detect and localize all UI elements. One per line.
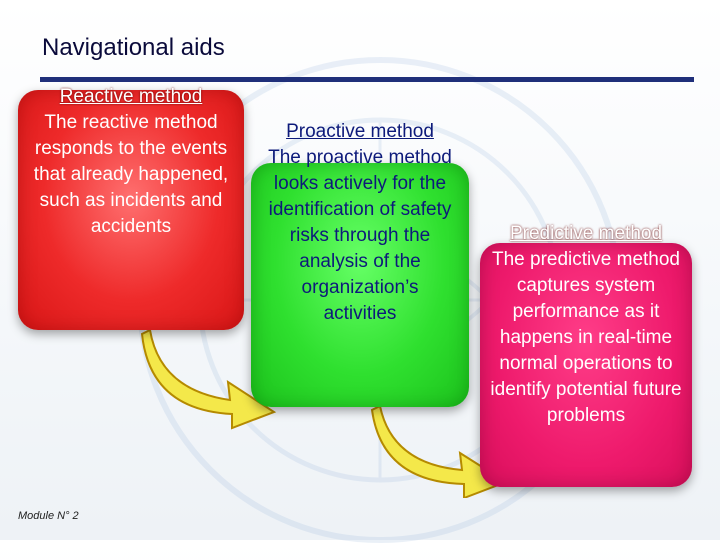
- reactive-method-heading: Reactive method: [59, 86, 203, 107]
- slide: Navigational aids Reactive method The re…: [18, 34, 694, 543]
- reactive-method-card: Reactive method The reactive method resp…: [18, 86, 244, 330]
- proactive-method-heading: Proactive method: [286, 121, 434, 142]
- title-divider: [40, 77, 694, 82]
- proactive-method-body: The proactive method looks actively for …: [268, 147, 452, 324]
- proactive-method-card: Proactive method The proactive method lo…: [251, 121, 469, 407]
- slide-title: Navigational aids: [42, 34, 225, 61]
- reactive-method-body: The reactive method responds to the even…: [33, 112, 229, 237]
- curved-arrow-icon: [370, 404, 509, 498]
- predictive-method-card: Predictive method The predictive method …: [480, 223, 692, 487]
- predictive-method-body: The predictive method captures system pe…: [490, 249, 682, 426]
- curved-arrow-icon: [140, 328, 277, 430]
- module-footer: Module N° 2: [18, 510, 79, 522]
- predictive-method-heading: Predictive method: [509, 223, 663, 244]
